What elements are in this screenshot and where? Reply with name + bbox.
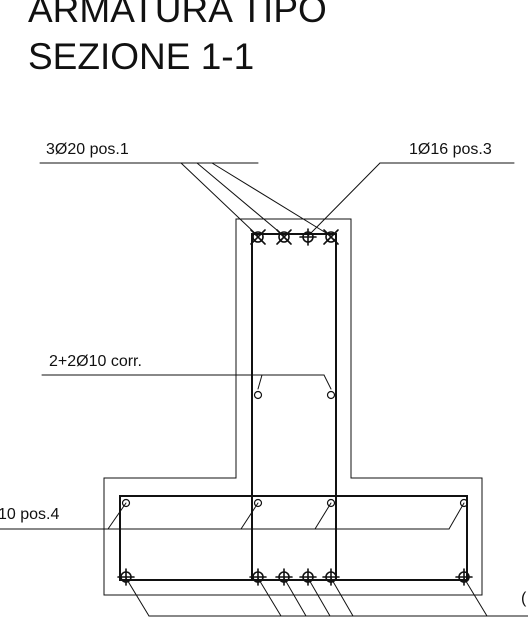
bar-bottom-1 [117,568,135,586]
bar-top-1 [250,229,266,245]
web-stirrup [251,233,337,581]
flange-stirrup [119,495,468,581]
bar-bottom-3 [275,568,293,586]
title-line-1: ARMATURA TIPO [28,0,327,30]
bottom-bars [117,568,473,586]
label-top-right: 1Ø16 pos.3 [409,141,492,158]
leader-top-right [307,162,515,237]
concrete-outline [103,218,483,596]
label-stirrups: 2+2Ø10 corr. [49,353,142,370]
top-bars-pos1 [250,229,339,245]
web-side-bars [121,390,469,508]
leader-bottom-left [0,502,465,530]
leader-bottom-bars [125,577,528,617]
label-bottom-left: 10 pos.4 [0,506,59,523]
leader-stirrups [41,374,332,390]
bar-top-4 [323,229,339,245]
title-line-2: SEZIONE 1-1 [28,36,255,77]
top-bar-pos3 [299,228,317,246]
bar-top-2 [276,229,292,245]
bar-bottom-4 [299,568,317,586]
label-bottom-right: ( [521,590,527,607]
bar-bottom-6 [455,568,473,586]
bar-bottom-2 [249,568,267,586]
leader-top-left [39,162,332,237]
label-top-left: 3Ø20 pos.1 [46,141,129,158]
bar-bottom-5 [322,568,340,586]
